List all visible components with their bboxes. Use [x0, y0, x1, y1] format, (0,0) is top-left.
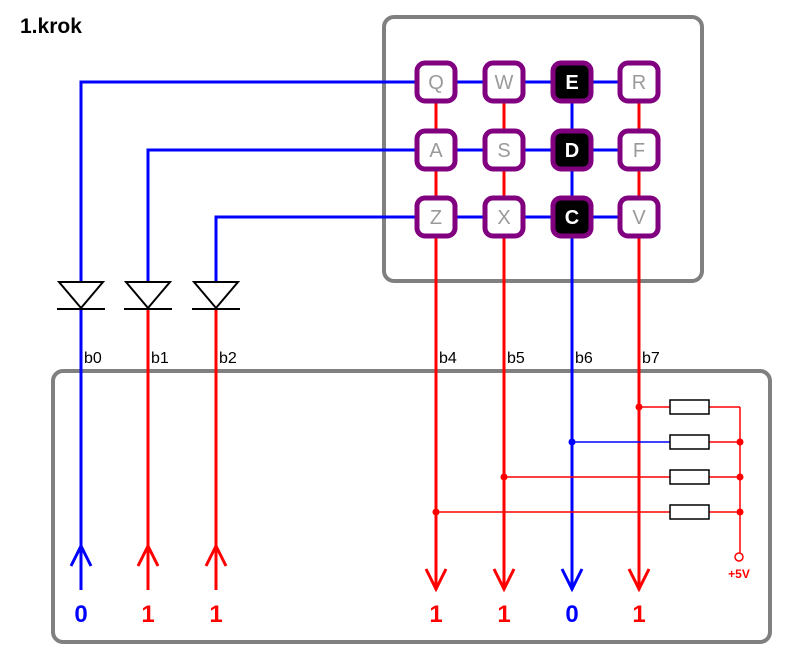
key-label: X — [497, 207, 510, 229]
resistor — [669, 469, 710, 485]
bit-value-b6: 0 — [565, 601, 578, 628]
bit-label-b6: b6 — [575, 350, 593, 367]
row-wire-1 — [146, 148, 639, 282]
junction-dot — [432, 508, 440, 516]
junction-dot — [500, 473, 508, 481]
row-wire-0 — [79, 80, 639, 282]
key-cap — [482, 60, 526, 104]
power-terminal — [734, 552, 744, 562]
junction-dot — [568, 438, 576, 446]
arrow-down-b7 — [627, 568, 651, 593]
bit-label-b2: b2 — [219, 350, 237, 367]
keypad: Q W E R A S D F Z X C V — [414, 60, 661, 239]
key-cap — [482, 128, 526, 172]
controller-frame — [51, 369, 772, 644]
key-a: A — [414, 128, 458, 172]
key-label: F — [633, 140, 645, 162]
key-label: D — [565, 140, 579, 162]
arrow-down-b5 — [492, 568, 516, 593]
key-cap — [414, 195, 458, 239]
key-label: Q — [428, 72, 444, 94]
bit-value-b7: 1 — [632, 601, 645, 628]
diode-triangle — [56, 281, 106, 310]
key-f: F — [617, 128, 661, 172]
bit-label-b7: b7 — [642, 350, 660, 367]
bit-label-b4: b4 — [439, 350, 457, 367]
diode-triangle — [123, 281, 173, 310]
bit-value-b1: 1 — [141, 601, 154, 628]
key-label: R — [632, 72, 646, 94]
key-q: Q — [414, 60, 458, 104]
diode-symbol — [191, 281, 241, 310]
bit-label-b0: b0 — [84, 350, 102, 367]
key-r: R — [617, 60, 661, 104]
pull-up-resistors — [432, 399, 744, 553]
diode-symbol — [123, 281, 173, 310]
key-label: V — [632, 207, 646, 229]
key-x: X — [482, 195, 526, 239]
key-cap — [617, 195, 661, 239]
key-label: Z — [430, 207, 442, 229]
arrow-down-b6 — [560, 568, 584, 593]
bit-value-b4: 1 — [429, 601, 442, 628]
resistor — [669, 434, 710, 450]
signal-arrows — [69, 542, 651, 593]
bit-labels: b0 b1 b2 b4 b5 b6 b7 — [84, 350, 660, 367]
key-d: D — [550, 128, 594, 172]
key-label: W — [495, 72, 514, 94]
key-cap — [550, 60, 594, 104]
key-z: Z — [414, 195, 458, 239]
key-cap — [414, 60, 458, 104]
key-cap — [550, 128, 594, 172]
key-c: C — [550, 195, 594, 239]
key-label: C — [565, 207, 579, 229]
key-cap — [414, 128, 458, 172]
key-label: A — [429, 140, 443, 162]
arrow-up-b2 — [204, 542, 228, 567]
arrow-down-b4 — [424, 568, 448, 593]
row-diodes — [56, 281, 241, 310]
bit-label-b1: b1 — [151, 350, 169, 367]
bit-value-b5: 1 — [497, 601, 510, 628]
key-w: W — [482, 60, 526, 104]
resistor — [669, 399, 710, 415]
diode-symbol — [56, 281, 106, 310]
arrow-up-b1 — [136, 542, 160, 567]
bit-label-b5: b5 — [507, 350, 525, 367]
diode-triangle — [191, 281, 241, 310]
key-label: S — [497, 140, 510, 162]
junction-dot — [635, 403, 643, 411]
bit-value-b0: 0 — [74, 601, 87, 628]
key-cap — [617, 60, 661, 104]
key-label: E — [565, 72, 578, 94]
diagram-title: 1.krok — [20, 15, 82, 38]
key-cap — [482, 195, 526, 239]
key-cap — [550, 195, 594, 239]
bit-values: 0 1 1 1 1 0 1 — [74, 601, 645, 628]
arrow-up-b0 — [69, 542, 93, 567]
key-e: E — [550, 60, 594, 104]
key-cap — [617, 128, 661, 172]
bit-value-b2: 1 — [209, 601, 222, 628]
power-label: +5V — [728, 567, 750, 581]
key-s: S — [482, 128, 526, 172]
key-v: V — [617, 195, 661, 239]
resistor — [669, 504, 710, 520]
